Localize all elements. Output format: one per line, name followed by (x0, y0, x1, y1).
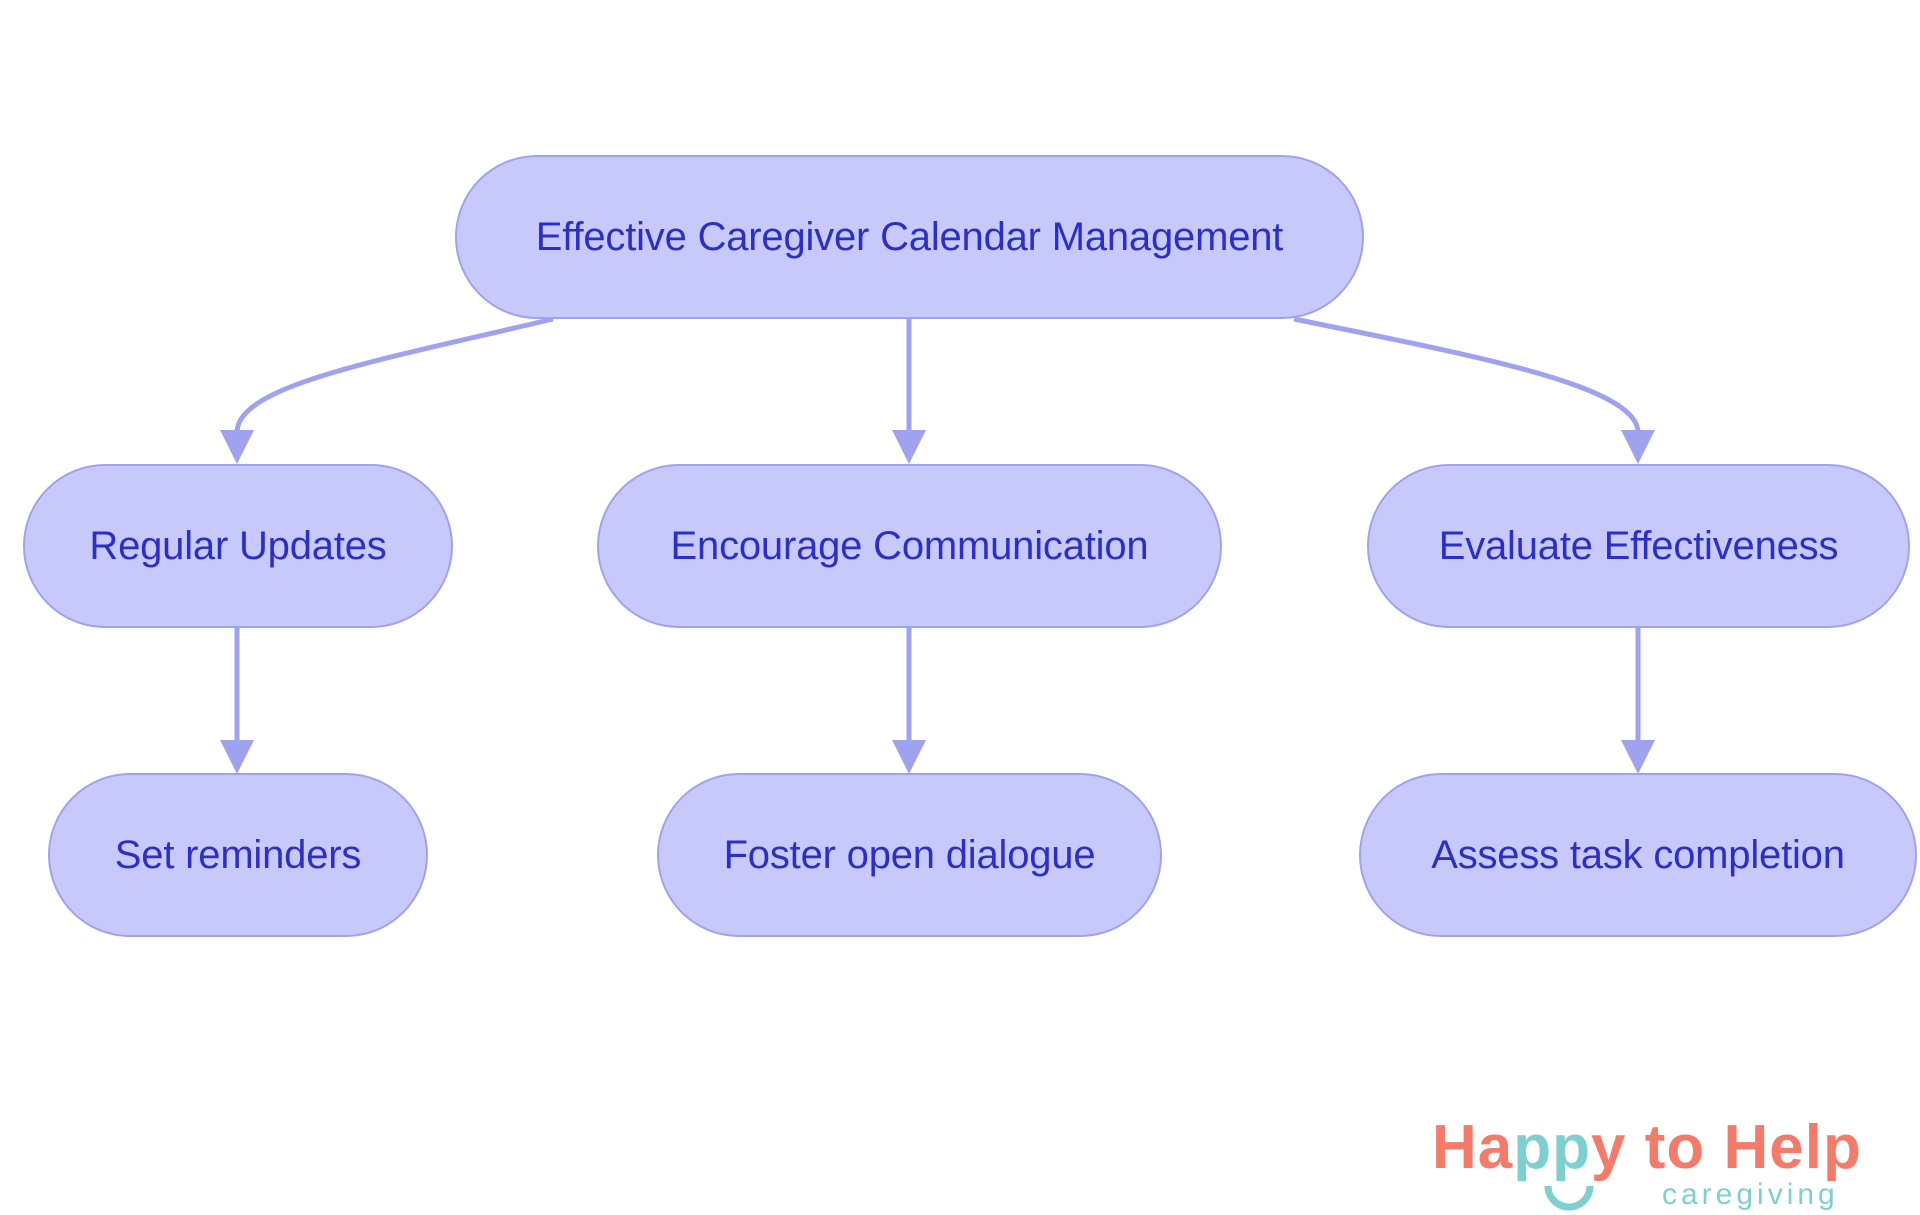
arrowhead-icon (220, 740, 254, 774)
logo-text-rest: y to Help (1591, 1113, 1862, 1182)
logo-subtitle: caregiving (1662, 1178, 1839, 1211)
arrowhead-icon (892, 430, 926, 464)
brand-logo: Happy to Help caregiving (1432, 1112, 1902, 1212)
node-label: Assess task completion (1431, 832, 1845, 877)
node-encourage-communication: Encourage Communication (597, 464, 1222, 628)
arrowhead-icon (892, 740, 926, 774)
logo-wordmark: Happy to Help (1432, 1112, 1862, 1183)
edge-root-to-evaluate-effectiveness (1293, 316, 1641, 433)
node-label: Regular Updates (89, 523, 387, 568)
arrowhead-icon (220, 430, 254, 464)
edge-root-to-regular-updates (234, 316, 554, 433)
node-label: Effective Caregiver Calendar Management (535, 214, 1284, 259)
node-set-reminders: Set reminders (48, 773, 428, 937)
node-regular-updates: Regular Updates (23, 464, 453, 628)
node-label: Foster open dialogue (723, 832, 1096, 877)
node-foster-open-dialogue: Foster open dialogue (657, 773, 1162, 937)
node-label: Set reminders (114, 832, 362, 877)
node-evaluate-effectiveness: Evaluate Effectiveness (1367, 464, 1910, 628)
logo-text-pp: pp (1513, 1113, 1592, 1182)
node-assess-task-completion: Assess task completion (1359, 773, 1917, 937)
smile-icon (1544, 1185, 1594, 1211)
node-root: Effective Caregiver Calendar Management (455, 155, 1364, 319)
arrowhead-icon (1621, 740, 1655, 774)
logo-text-ha: Ha (1432, 1113, 1514, 1182)
node-label: Encourage Communication (670, 523, 1149, 568)
node-label: Evaluate Effectiveness (1438, 523, 1839, 568)
arrowhead-icon (1621, 430, 1655, 464)
